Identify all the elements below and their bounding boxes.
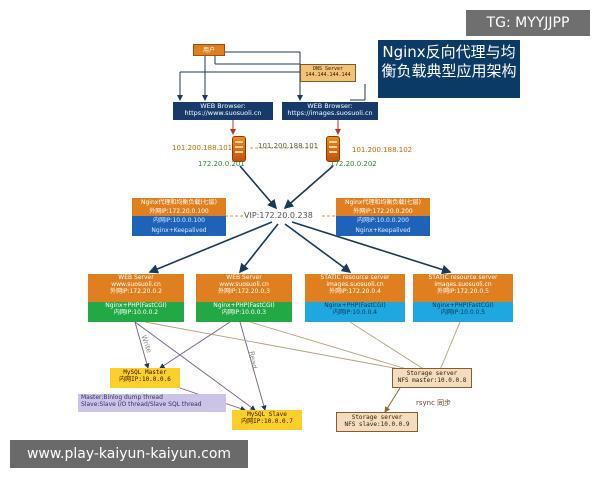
static-server-2-stack: Nginx+PHP(FastCGI) (432, 302, 494, 309)
browser-images: WEB Browser: https://images.suosuoli.cn (282, 102, 378, 120)
web-server-1: WEB Server www.suosuoli.cn 外网IP:172.20.0… (88, 274, 184, 322)
proxy-left-title: Nginx代理和均衡负载(七层) (132, 198, 226, 207)
firewall-right-icon (326, 136, 340, 162)
browser-firewall-links (230, 120, 341, 149)
proxy-right: Nginx代理和均衡负载(七层) 外网IP:172.20.0.200 内网IP:… (336, 198, 430, 236)
static-server-1-ext: 外网IP:172.20.0.4 (329, 287, 381, 295)
storage-links (144, 321, 461, 371)
browser-www-line-1: WEB Browser: (200, 102, 246, 110)
web-server-2-stack: Nginx+PHP(FastCGI) (213, 302, 275, 309)
static-server-2-domain: images.suosuoli.cn (434, 280, 492, 288)
web-server-1-int: 内网IP:10.0.0.2 (113, 308, 159, 316)
vip-server-links (148, 221, 452, 275)
mysql-slave-line-1: MySQL Slave (247, 411, 287, 418)
static-server-2-name: STATIC resource server (428, 274, 498, 281)
storage-slave-line-2: NFS slave:10.0.0.9 (344, 420, 410, 428)
browser-www-line-2: https://www.suosuoli.cn (184, 109, 262, 118)
replication-note-line-1: Master:Binlog dump thread (81, 394, 163, 401)
static-server-1-int: 内网IP:10.0.0.4 (332, 308, 378, 316)
firewall-left-icon (232, 136, 246, 162)
static-server-2: STATIC resource server images.suosuoli.c… (413, 274, 513, 322)
browser-images-line-2: https://images.suosuoli.cn (287, 109, 373, 118)
proxy-right-title: Nginx代理和均衡负载(七层) (336, 198, 430, 207)
web-server-2-name: WEB Server (226, 274, 262, 281)
static-server-2-top: STATIC resource server images.suosuoli.c… (413, 274, 513, 302)
web-server-1-stack: Nginx+PHP(FastCGI) (105, 302, 167, 309)
static-server-1-top: STATIC resource server images.suosuoli.c… (305, 274, 405, 302)
storage-master: Storage server NFS master:10.0.0.8 (392, 368, 472, 388)
web-server-1-name: WEB Server (118, 274, 154, 281)
mysql-slave: MySQL Slave 内网IP:10.0.0.7 (232, 410, 302, 430)
dns-line-1: DNS Server (312, 66, 344, 72)
proxy-left-ext-ip: 外网IP:172.20.0.100 (132, 207, 226, 216)
web-server-2-ext: 外网IP:172.20.0.3 (218, 287, 270, 295)
proxy-left-int-ip: 内网IP:10.0.0.100 (132, 216, 226, 226)
replication-note: Master:Binlog dump thread Slave:Slave I/… (78, 394, 226, 412)
mysql-master-line-1: MySQL Master (123, 369, 167, 376)
storage-slave-line-1: Storage server (351, 414, 403, 421)
static-server-2-bottom: Nginx+PHP(FastCGI) 内网IP:10.0.0.5 (413, 302, 513, 322)
storage-master-line-1: Storage server (406, 370, 458, 377)
web-server-1-domain: www.suosuoli.cn (111, 280, 161, 288)
static-server-1: STATIC resource server images.suosuoli.c… (305, 274, 405, 322)
title-line-1: Nginx反向代理与均 (382, 43, 516, 61)
tg-badge: TG: MYYJJPP (466, 10, 590, 36)
static-server-1-domain: images.suosuoli.cn (326, 280, 384, 288)
ip-left-public: 101.200.188.101 (172, 144, 233, 152)
watermark: www.play-kaiyun-kaiyun.com (10, 440, 248, 468)
proxy-right-int-ip: 内网IP:10.0.0.200 (336, 216, 430, 226)
web-server-1-bottom: Nginx+PHP(FastCGI) 内网IP:10.0.0.2 (88, 302, 184, 322)
title-line-2: 衡负载典型应用架构 (381, 61, 517, 80)
web-server-1-ext: 外网IP:172.20.0.2 (110, 287, 162, 295)
storage-master-line-2: NFS master:10.0.0.8 (397, 376, 467, 384)
dns-line-2: 144.144.144.144 (305, 71, 351, 78)
proxy-left-stack: Nginx+Keepalived (132, 226, 226, 236)
web-server-2-top: WEB Server www.suosuoli.cn 外网IP:172.20.0… (196, 274, 292, 302)
web-server-1-top: WEB Server www.suosuoli.cn 外网IP:172.20.0… (88, 274, 184, 302)
static-server-1-bottom: Nginx+PHP(FastCGI) 内网IP:10.0.0.4 (305, 302, 405, 322)
ip-left-internal: 172.20.0.201 (198, 160, 245, 168)
browser-images-line-1: WEB Browser: (307, 102, 353, 110)
diagram-title: Nginx反向代理与均 衡负载典型应用架构 (378, 40, 520, 98)
proxy-left: Nginx代理和均衡负载(七层) 外网IP:172.20.0.100 内网IP:… (132, 198, 226, 236)
user-label: 用户 (202, 47, 215, 54)
web-server-2-int: 内网IP:10.0.0.3 (221, 308, 267, 316)
static-server-1-name: STATIC resource server (320, 274, 390, 281)
static-server-1-stack: Nginx+PHP(FastCGI) (324, 302, 386, 309)
web-server-2-domain: www.suosuoli.cn (219, 280, 269, 288)
proxy-right-stack: Nginx+Keepalived (336, 226, 430, 236)
web-server-2-bottom: Nginx+PHP(FastCGI) 内网IP:10.0.0.3 (196, 302, 292, 322)
rsync-link (384, 387, 401, 413)
user-box: 用户 (193, 44, 225, 56)
firewall-vip-links (239, 165, 334, 210)
vip-label: VIP:172.20.0.238 (244, 211, 313, 220)
ip-right-internal: 172.20.0.202 (330, 160, 377, 168)
mysql-master: MySQL Master 内网IP:10.0.0.6 (110, 368, 180, 388)
static-server-2-ext: 外网IP:172.20.0.5 (437, 287, 489, 295)
storage-slave: Storage server NFS slave:10.0.0.9 (336, 412, 418, 432)
ip-middle-public: 101.200.188.101 (258, 142, 319, 150)
ip-right-public: 101.200.188.102 (352, 146, 413, 154)
proxy-right-ext-ip: 外网IP:172.20.0.200 (336, 207, 430, 216)
rsync-label: rsync 同步 (416, 399, 452, 407)
web-server-2: WEB Server www.suosuoli.cn 外网IP:172.20.0… (196, 274, 292, 322)
dns-server-box: DNS Server 144.144.144.144 (300, 64, 356, 82)
replication-note-line-2: Slave:Slave I/O thread/Slave SQL thread (81, 400, 202, 408)
mysql-slave-line-2: 内网IP:10.0.0.7 (241, 417, 293, 425)
static-server-2-int: 内网IP:10.0.0.5 (440, 308, 486, 316)
mysql-master-line-2: 内网IP:10.0.0.6 (119, 375, 171, 383)
browser-www: WEB Browser: https://www.suosuoli.cn (173, 102, 273, 120)
